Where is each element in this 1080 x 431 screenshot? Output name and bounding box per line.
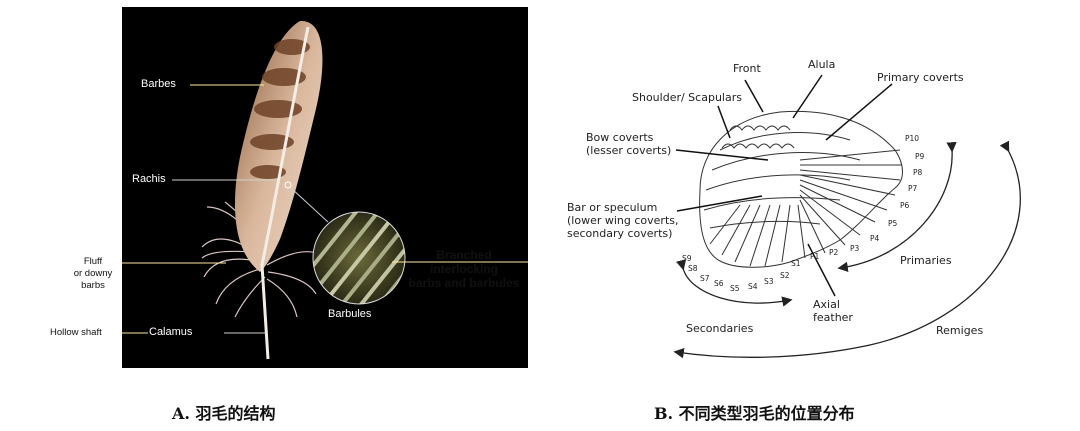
zoom-connector (291, 188, 328, 222)
primary-id: P1 (810, 252, 819, 261)
primary-id: P6 (900, 201, 909, 210)
label-bar-speculum: Bar or speculum (lower wing coverts, sec… (567, 201, 678, 240)
secondary-id: S7 (700, 274, 710, 283)
label-alula: Alula (808, 58, 835, 71)
primary-id: P4 (870, 234, 879, 243)
label-axial-feather: Axial feather (813, 298, 853, 324)
secondary-id: S6 (714, 279, 724, 288)
caption-panel-b: B. 不同类型羽毛的位置分布 (654, 400, 855, 424)
primary-id: P5 (888, 219, 897, 228)
secondary-id: S4 (748, 282, 758, 291)
label-secondaries: Secondaries (686, 322, 753, 335)
label-bow-coverts: Bow coverts (lesser coverts) (586, 131, 671, 157)
label-hollow-shaft: Hollow shaft (50, 327, 124, 339)
secondary-id: S2 (780, 271, 790, 280)
primary-id: P3 (850, 244, 859, 253)
feather-photo-panel: Barbes Rachis Calamus Barbules (122, 7, 528, 368)
secondary-id: S8 (688, 264, 698, 273)
wing-outline (700, 111, 903, 267)
secondary-id: S3 (764, 277, 774, 286)
label-primaries: Primaries (900, 254, 952, 267)
label-front: Front (733, 62, 761, 75)
secondary-id: S1 (791, 259, 801, 268)
feather-illustration (122, 7, 528, 368)
primary-id: P8 (913, 168, 922, 177)
caption-panel-a: A. 羽毛的结构 (172, 400, 276, 424)
label-rachis: Rachis (132, 173, 166, 186)
label-primary-coverts: Primary coverts (877, 71, 964, 84)
primary-id: P9 (915, 152, 924, 161)
label-barbes: Barbes (141, 78, 176, 91)
label-shoulder: Shoulder/ Scapulars (632, 91, 742, 104)
label-branched: Branched interlocking barbs and barbules (394, 248, 534, 290)
label-fluff: Fluff or downy barbs (64, 256, 122, 292)
label-barbules: Barbules (328, 308, 371, 321)
primary-id: P2 (829, 248, 838, 257)
primary-id: P7 (908, 184, 917, 193)
wing-pointers (676, 75, 892, 296)
primary-id: P10 (905, 134, 919, 143)
secondary-id: S5 (730, 284, 740, 293)
label-remiges: Remiges (936, 324, 983, 337)
label-calamus: Calamus (149, 326, 192, 339)
secondary-id: S9 (682, 254, 692, 263)
